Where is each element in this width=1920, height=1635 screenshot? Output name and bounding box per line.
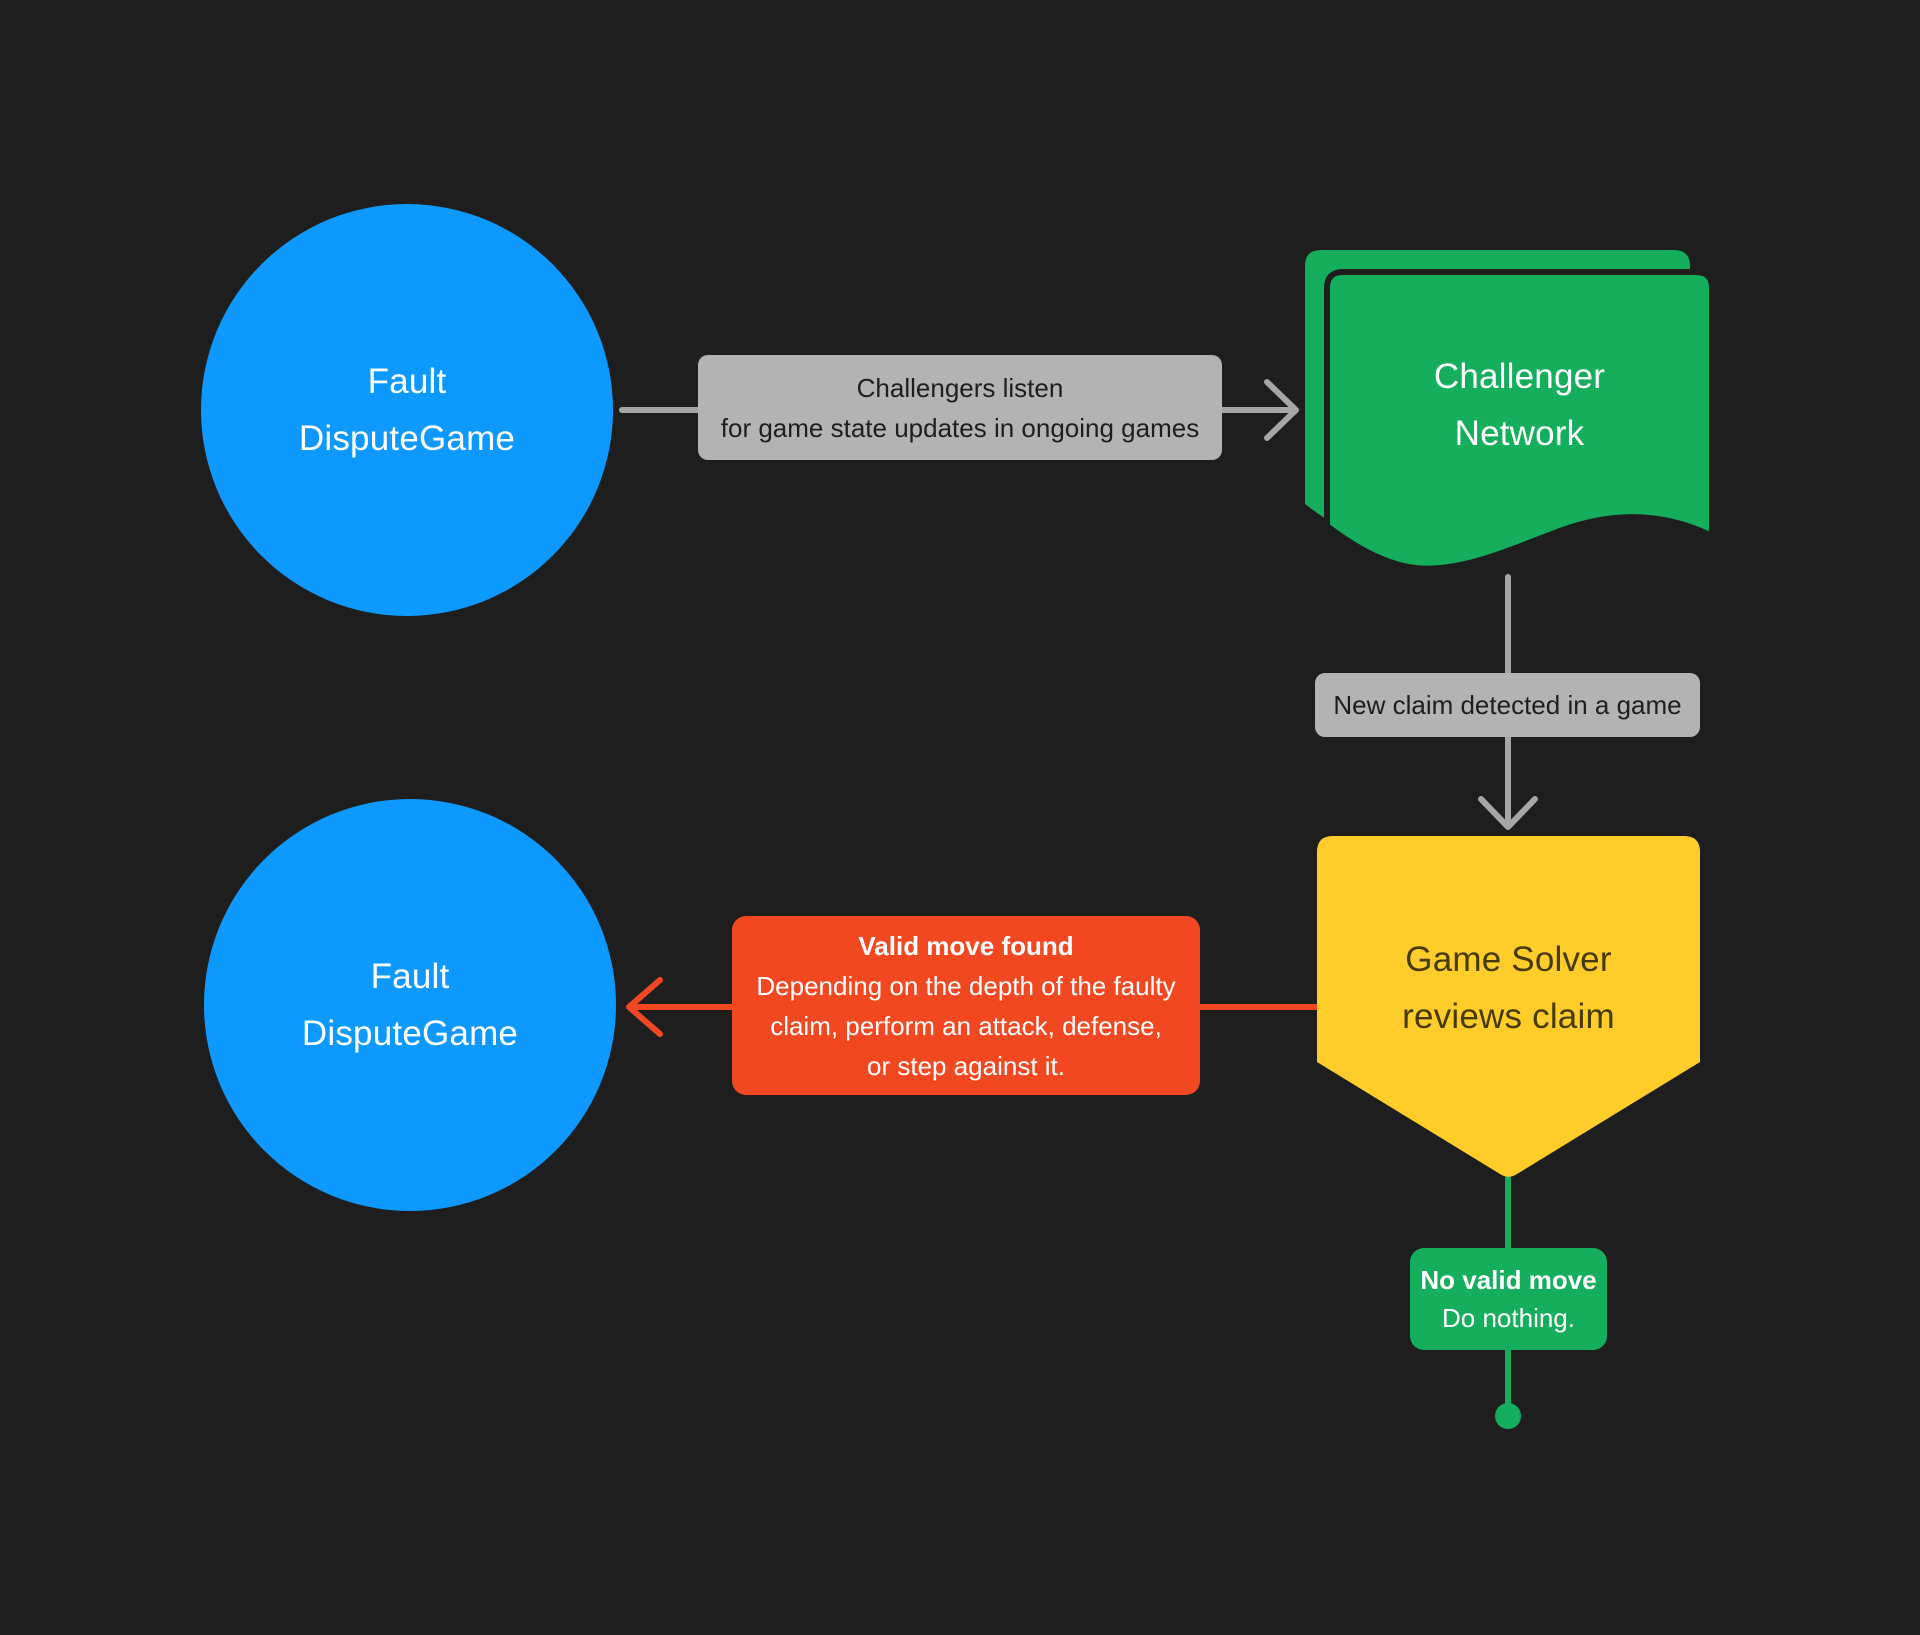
arrowhead-down-icon bbox=[1478, 796, 1538, 830]
arrowhead-left-icon bbox=[626, 977, 663, 1037]
game-solver-banner-shape bbox=[1317, 836, 1700, 1177]
fault-dispute-game-top-node bbox=[201, 204, 613, 616]
nodes bbox=[1305, 250, 1715, 1177]
challenger-network-front-document-shape bbox=[1324, 269, 1715, 572]
fault-dispute-game-bottom-node bbox=[204, 799, 616, 1211]
connector-endpoint-dot bbox=[1495, 1403, 1521, 1429]
arrowhead-right-icon bbox=[1264, 379, 1299, 441]
